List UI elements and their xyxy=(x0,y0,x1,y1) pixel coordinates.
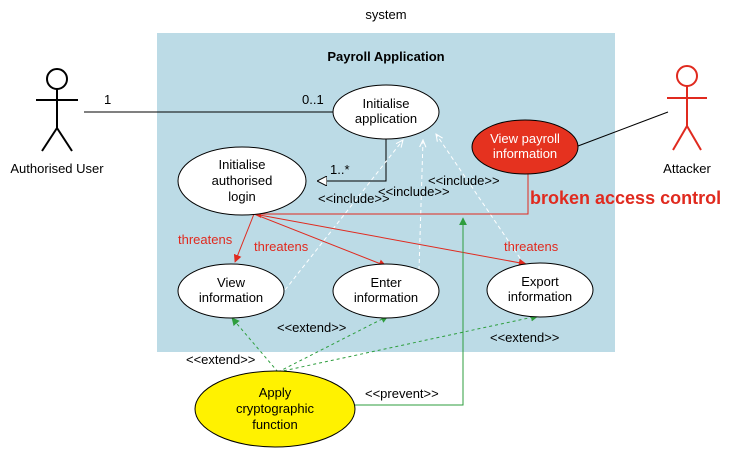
threat-line-view xyxy=(233,213,255,263)
threat-line-export xyxy=(253,213,527,267)
threat-line-access xyxy=(253,172,529,218)
svg-text:Initialise: Initialise xyxy=(219,157,266,172)
svg-text:login: login xyxy=(228,189,255,204)
multiplicity-login-end: 1..* xyxy=(330,162,350,177)
svg-text:information: information xyxy=(493,146,557,161)
svg-text:function: function xyxy=(252,417,298,432)
extend-label-view: <<extend>> xyxy=(186,352,255,367)
use-case-initialise-login: Initialise authorised login xyxy=(177,146,307,216)
svg-text:application: application xyxy=(355,111,417,126)
svg-text:View payroll: View payroll xyxy=(490,131,560,146)
threatens-label-view: threatens xyxy=(178,232,233,247)
svg-text:Export: Export xyxy=(521,274,559,289)
boundary-title: Payroll Application xyxy=(327,49,444,64)
multiplicity-app-end: 0..1 xyxy=(302,92,324,107)
attacker-actor xyxy=(667,65,707,151)
use-case-initialise-application: Initialise application xyxy=(332,84,440,140)
authorised-user-label: Authorised User xyxy=(10,161,104,176)
extend-label-enter: <<extend>> xyxy=(277,320,346,335)
include-line-enter xyxy=(418,140,423,271)
svg-text:information: information xyxy=(354,290,418,305)
login-generalization-line xyxy=(318,138,387,181)
include-label-export: <<include>> xyxy=(428,173,500,188)
svg-text:Enter: Enter xyxy=(370,275,402,290)
threatens-label-export: threatens xyxy=(504,239,559,254)
include-label-view: <<include>> xyxy=(318,191,390,206)
include-line-export xyxy=(436,134,525,265)
extend-line-export xyxy=(277,313,539,373)
use-case-export-information: Export information xyxy=(486,262,594,318)
svg-text:Initialise: Initialise xyxy=(363,96,410,111)
multiplicity-user-end: 1 xyxy=(104,92,111,107)
attacker-label: Attacker xyxy=(663,161,711,176)
extend-label-export: <<extend>> xyxy=(490,330,559,345)
use-case-apply-crypto: Apply cryptographic function xyxy=(194,370,356,448)
svg-text:information: information xyxy=(199,290,263,305)
svg-text:View: View xyxy=(217,275,246,290)
svg-text:information: information xyxy=(508,289,572,304)
threatens-label-enter: threatens xyxy=(254,239,309,254)
system-label: system xyxy=(365,7,406,22)
use-case-view-information: View information xyxy=(177,263,285,319)
broken-access-control-callout: broken access control xyxy=(530,188,721,208)
include-line-view xyxy=(284,140,403,291)
use-case-enter-information: Enter information xyxy=(332,263,440,319)
threat-line-enter xyxy=(253,213,387,268)
attacker-association-line xyxy=(577,111,669,147)
svg-text:authorised: authorised xyxy=(212,173,273,188)
svg-text:cryptographic: cryptographic xyxy=(236,401,315,416)
use-case-view-payroll: View payroll information xyxy=(471,119,579,175)
svg-text:Apply: Apply xyxy=(259,385,292,400)
prevent-line xyxy=(350,217,467,406)
include-label-enter: <<include>> xyxy=(378,184,450,199)
authorised-user-actor xyxy=(36,68,78,152)
prevent-label: <<prevent>> xyxy=(365,386,439,401)
extend-line-enter xyxy=(277,315,389,373)
